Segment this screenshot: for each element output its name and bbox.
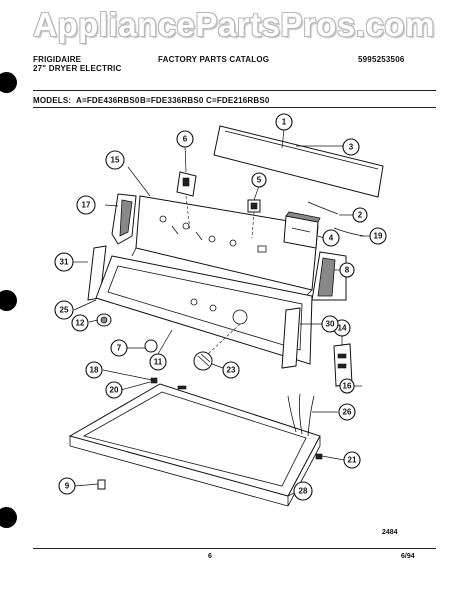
leader-lines [72,128,370,497]
brand-label: FRIGIDAIRE [33,55,82,64]
footer-date: 6/94 [401,553,415,560]
svg-text:25: 25 [60,306,69,315]
svg-text:4: 4 [329,234,334,243]
svg-text:16: 16 [343,382,352,391]
figure-number: 2484 [382,529,398,536]
callout-31: 31 [54,252,74,272]
callout-20: 20 [105,381,123,399]
callout-9: 9 [58,477,76,495]
page-number: 6 [208,553,212,560]
svg-text:1: 1 [282,118,287,127]
svg-text:14: 14 [338,324,347,333]
svg-text:2: 2 [358,211,363,220]
header-rule [33,90,436,91]
svg-text:20: 20 [110,386,119,395]
callout-16: 16 [339,378,355,394]
model-c: C=FDE216RBS0 [206,96,270,105]
product-label: 27" DRYER ELECTRIC [33,64,122,73]
svg-text:30: 30 [326,320,335,329]
callout-1: 1 [275,113,293,131]
callout-7: 7 [110,339,128,357]
svg-text:17: 17 [82,201,91,210]
catalog-title: FACTORY PARTS CATALOG [158,55,270,64]
catalog-part-number: 5995253506 [358,55,405,64]
callout-21: 21 [343,451,361,469]
watermark-logo: AppliancePartsPros.com [33,6,435,43]
model-b: B=FDE336RBS0 [140,96,204,105]
wire-3 [307,395,315,437]
svg-text:18: 18 [90,366,99,375]
wire-harness-upper [307,201,339,215]
callout-25: 25 [54,300,74,320]
callout-26: 26 [338,403,356,421]
svg-text:3: 3 [349,143,354,152]
svg-text:7: 7 [117,344,122,353]
svg-text:15: 15 [111,156,120,165]
svg-text:9: 9 [65,482,70,491]
callout-17: 17 [76,195,96,215]
footer-rule [33,548,436,549]
binder-hole-middle [0,290,17,311]
callout-19: 19 [369,227,387,245]
callout-11: 11 [149,353,167,371]
knob-round [144,339,158,353]
right-trim-strip [281,307,301,369]
callout-6: 6 [176,130,194,148]
svg-text:26: 26 [343,408,352,417]
bracket [97,479,106,490]
clip [315,453,323,460]
callout-15: 15 [105,150,125,170]
svg-text:31: 31 [60,258,69,267]
callout-5: 5 [251,172,267,188]
svg-text:6: 6 [183,135,188,144]
binder-hole-top [0,72,17,93]
binder-hole-bottom [0,507,17,528]
callout-30: 30 [321,315,339,333]
wire-1 [287,395,297,433]
model-a: A=FDE436RBS0 [76,96,140,105]
svg-text:11: 11 [154,358,163,367]
svg-text:8: 8 [345,266,350,275]
svg-text:19: 19 [374,232,383,241]
callout-18: 18 [85,361,103,379]
svg-text:21: 21 [348,456,357,465]
callout-12: 12 [71,314,89,332]
models-rule [33,107,436,108]
callout-3: 3 [342,138,360,156]
svg-text:23: 23 [227,366,236,375]
callout-4: 4 [322,229,340,247]
callout-8: 8 [339,262,355,278]
top-panel [68,383,321,497]
wire-harness-lower [333,227,365,237]
screw [150,377,158,384]
callout-2: 2 [352,207,368,223]
callout-23: 23 [222,361,240,379]
callout-28: 28 [293,481,313,501]
wire-2 [298,393,303,435]
svg-text:12: 12 [76,319,85,328]
rear-console-panel [213,125,384,198]
models-label: MODELS: [33,96,72,105]
svg-text:5: 5 [257,176,262,185]
svg-text:28: 28 [299,487,308,496]
